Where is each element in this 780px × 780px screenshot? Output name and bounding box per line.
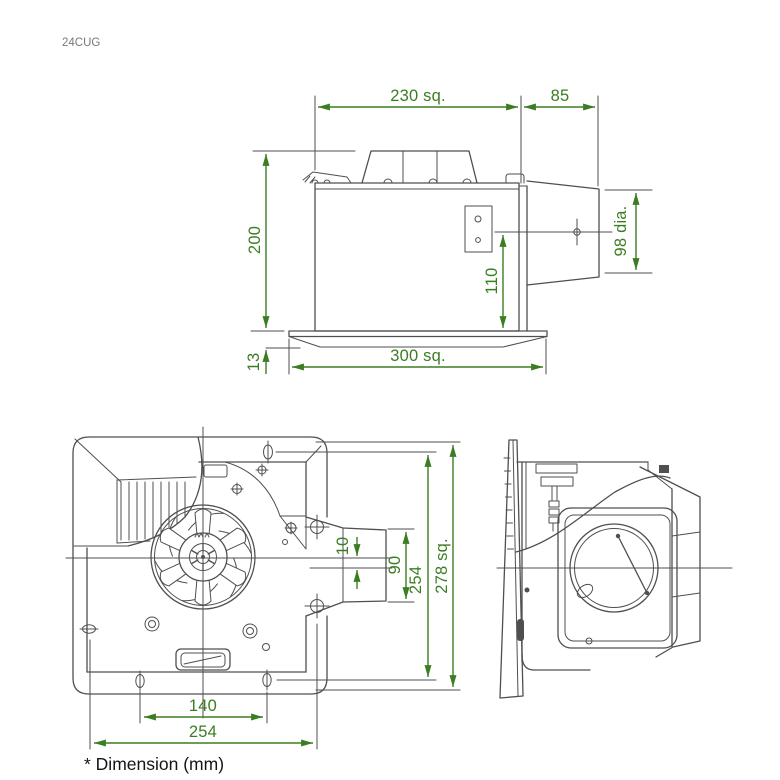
- bottom-view-outline: [65, 426, 393, 719]
- dim-panel-width: 300 sq.: [390, 347, 446, 365]
- model-code: 24CUG: [62, 37, 100, 49]
- scroll-curve: [127, 436, 203, 547]
- dim-duct-length: 85: [551, 87, 570, 105]
- damper-flap: [576, 533, 650, 599]
- terminal-box: [361, 150, 478, 184]
- ceiling-panel: [288, 330, 548, 348]
- fan-body-outline: [288, 150, 613, 348]
- intake-louvers: [73, 438, 197, 547]
- side-section-view: 230 sq. 85 200 13 300 sq. 110 98 dia.: [245, 87, 653, 375]
- wiring-plate: [464, 205, 493, 253]
- mounting-latch: [302, 171, 352, 184]
- dim-outlet-width: 90: [386, 556, 404, 575]
- dimension-unit-note: * Dimension (mm): [84, 754, 224, 774]
- bottom-view-dimensions: 10 90 254 278 sq. 140 254: [89, 441, 461, 750]
- duct-outlet: [494, 180, 613, 286]
- dim-mount-pitch-v: 254: [407, 566, 425, 594]
- dim-center-offset: 10: [334, 537, 352, 556]
- dim-panel-square: 278 sq.: [433, 538, 451, 594]
- keyhole-slots: [79, 440, 330, 692]
- bottom-view: 10 90 254 278 sq. 140 254: [65, 426, 461, 750]
- dim-outlet-height: 110: [483, 268, 501, 295]
- duct-spigot: [305, 516, 387, 617]
- profile-body: [515, 461, 671, 671]
- side-section-dimensions: 230 sq. 85 200 13 300 sq. 110 98 dia.: [245, 87, 653, 375]
- profile-terminal-box: [535, 463, 578, 532]
- dim-body-width-bottom: 254: [189, 723, 217, 741]
- outlet-flange: [557, 507, 678, 649]
- side-profile-view: [496, 439, 733, 699]
- dim-body-width: 230 sq.: [390, 87, 446, 105]
- cutoff-bracket: [279, 515, 307, 550]
- dim-panel-lip: 13: [245, 353, 263, 372]
- body-scroll-curve: [515, 475, 671, 553]
- dim-mount-pitch-h: 140: [189, 697, 217, 715]
- dim-body-height: 200: [246, 226, 264, 254]
- grille-panel-edge: [499, 439, 524, 699]
- dim-outlet-dia: 98 dia.: [612, 206, 630, 257]
- duct-center-crosshair: [573, 218, 581, 246]
